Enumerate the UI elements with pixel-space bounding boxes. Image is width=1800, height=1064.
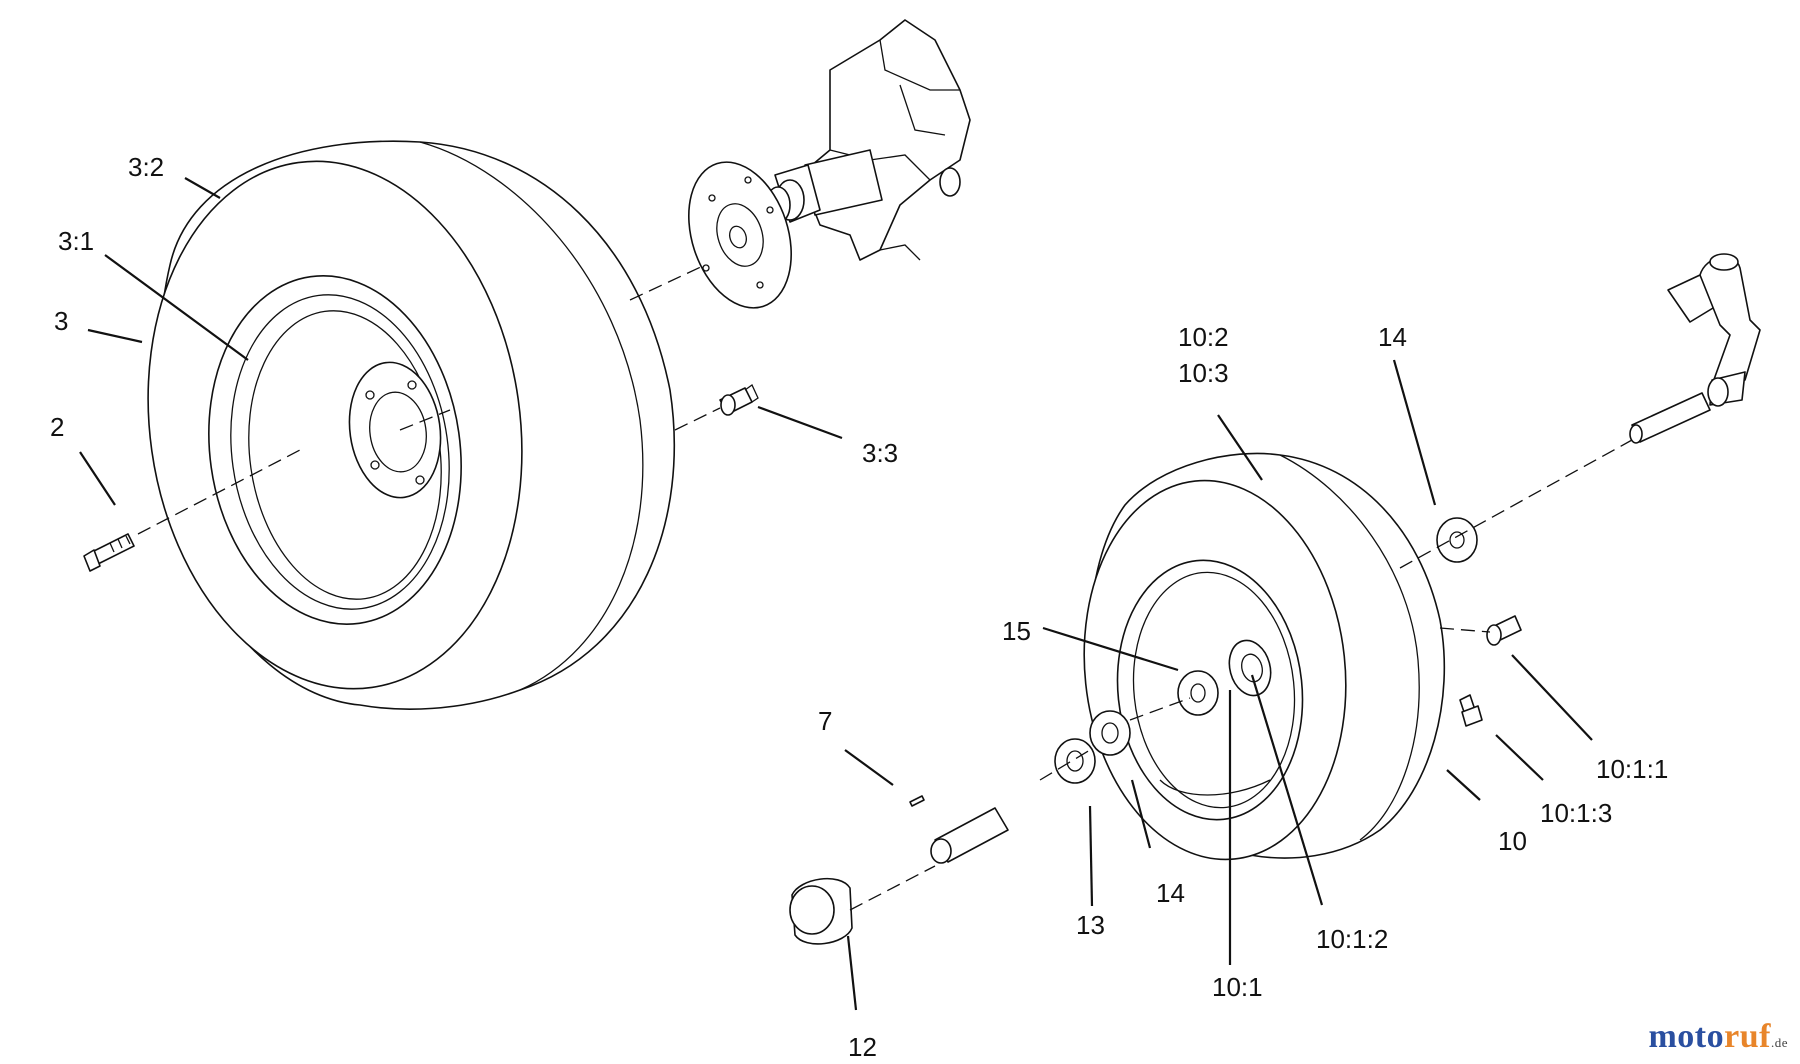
washer-13	[1054, 738, 1096, 784]
callout-3-1: 3:1	[58, 226, 94, 256]
callout-15: 15	[1002, 616, 1031, 646]
callout-10-1-2: 10:1:2	[1316, 924, 1388, 954]
callout-7: 7	[818, 706, 832, 736]
watermark-part1: moto	[1648, 1018, 1725, 1055]
callout-3-2: 3:2	[128, 152, 164, 182]
grease-fitting	[1459, 694, 1483, 727]
caster-valve-stem	[1486, 615, 1522, 646]
callout-14-top: 14	[1378, 322, 1407, 352]
leader-lines	[79, 177, 1593, 1011]
cap-12	[789, 877, 853, 945]
watermark-part2: ruf	[1724, 1018, 1771, 1055]
wheel-hub-flange	[688, 161, 792, 309]
callout-labels: 3:2 3:1 3 2 3:3 10:2 10:3 14 15 7 10:1:1…	[50, 152, 1668, 1062]
watermark-logo: motoruf.de	[1648, 1018, 1788, 1056]
callout-10-1: 10:1	[1212, 972, 1263, 1002]
watermark-suffix: .de	[1770, 1035, 1788, 1050]
callout-10-2: 10:2	[1178, 322, 1229, 352]
top-spacer-14	[1436, 517, 1478, 563]
axle-housing	[799, 19, 971, 261]
callout-13: 13	[1076, 910, 1105, 940]
left-valve-stem	[719, 384, 759, 416]
callout-2: 2	[50, 412, 64, 442]
bearing-15	[1177, 670, 1219, 716]
caster-fork	[1667, 253, 1761, 407]
left-rim	[208, 275, 462, 625]
callout-10-1-1: 10:1:1	[1596, 754, 1668, 784]
callout-10-3: 10:3	[1178, 358, 1229, 388]
callout-14-bottom: 14	[1156, 878, 1185, 908]
roll-pin-7	[909, 795, 925, 807]
callout-10: 10	[1498, 826, 1527, 856]
left-lug-bolt	[83, 533, 135, 572]
callout-3: 3	[54, 306, 68, 336]
callout-12: 12	[848, 1032, 877, 1062]
seal-14	[1089, 710, 1131, 756]
callout-3-3: 3:3	[862, 438, 898, 468]
caster-wheel-axis	[849, 439, 1633, 911]
callout-10-1-3: 10:1:3	[1540, 798, 1612, 828]
caster-axle-bolt	[1629, 392, 1711, 444]
left-wheel-axis	[137, 264, 721, 535]
spacer-tube	[930, 807, 1009, 864]
